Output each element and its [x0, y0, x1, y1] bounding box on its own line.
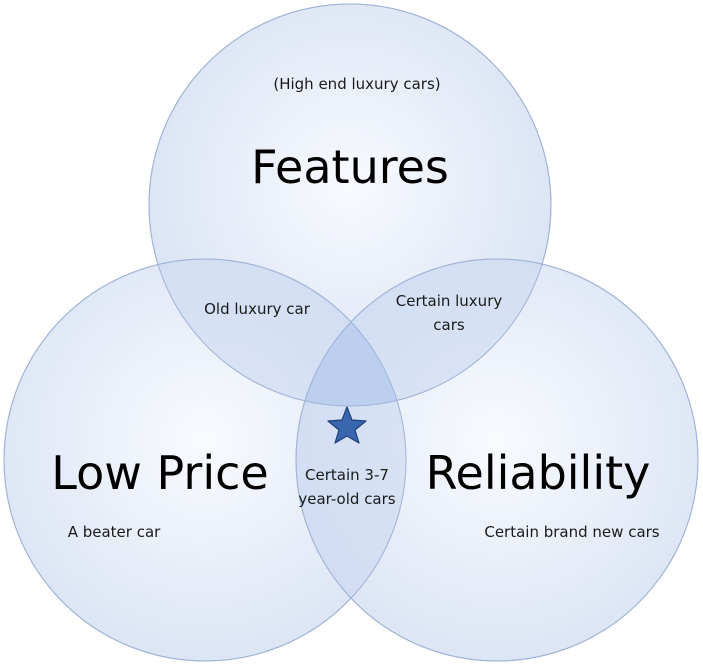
low-price-note: A beater car [68, 523, 161, 541]
overlap-features-reliability-label-line1: Certain luxury [396, 292, 503, 310]
reliability-title: Reliability [426, 446, 651, 500]
overlap-features-low-price-label: Old luxury car [204, 300, 311, 318]
features-note: (High end luxury cars) [273, 75, 440, 93]
low-price-title: Low Price [51, 446, 268, 500]
overlap-features-reliability-label-line2: cars [433, 316, 465, 334]
features-title: Features [251, 140, 449, 194]
overlap-all-three-label-line1: Certain 3-7 [305, 466, 389, 484]
overlap-all-three-label-line2: year-old cars [298, 490, 395, 508]
overlap-features-reliability [296, 259, 551, 406]
overlap-features-low-price [149, 259, 406, 406]
star-icon [327, 406, 367, 444]
reliability-note: Certain brand new cars [484, 523, 659, 541]
